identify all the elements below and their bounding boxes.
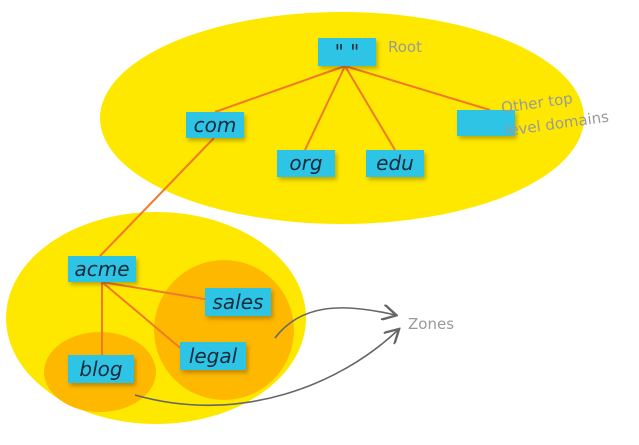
node-other-tld[interactable]	[457, 110, 515, 136]
node-org[interactable]: org	[277, 150, 335, 177]
node-legal[interactable]: legal	[180, 342, 246, 370]
root-annotation: Root	[388, 38, 422, 56]
edge-com-acme	[99, 137, 215, 257]
node-edu[interactable]: edu	[366, 150, 424, 177]
node-sales[interactable]: sales	[205, 288, 271, 316]
top-level-zone	[100, 12, 584, 224]
node-sales-label: sales	[213, 290, 264, 314]
node-com[interactable]: com	[186, 112, 244, 138]
node-blog-label: blog	[79, 357, 122, 381]
node-root[interactable]: " "	[318, 38, 376, 66]
edge-acme-legal	[101, 281, 186, 353]
node-blog[interactable]: blog	[68, 355, 134, 383]
edge-acme-sales	[101, 281, 211, 301]
node-org-label: org	[289, 151, 322, 175]
tree-edges	[99, 65, 491, 355]
node-com-label: com	[194, 113, 237, 137]
node-acme-label: acme	[74, 257, 129, 281]
edge-root-edu	[344, 65, 396, 151]
node-edu-label: edu	[376, 151, 414, 175]
node-legal-label: legal	[189, 344, 238, 368]
edge-root-other	[344, 65, 491, 111]
zones-arrow-upper	[274, 308, 395, 339]
sales-legal-zone	[154, 260, 294, 400]
node-root-label: " "	[335, 40, 360, 64]
node-acme[interactable]: acme	[68, 256, 136, 282]
edge-root-com	[214, 65, 346, 113]
zones-annotation: Zones	[408, 315, 454, 333]
zones-arrow-lower	[134, 330, 398, 407]
edge-root-org	[304, 65, 346, 151]
